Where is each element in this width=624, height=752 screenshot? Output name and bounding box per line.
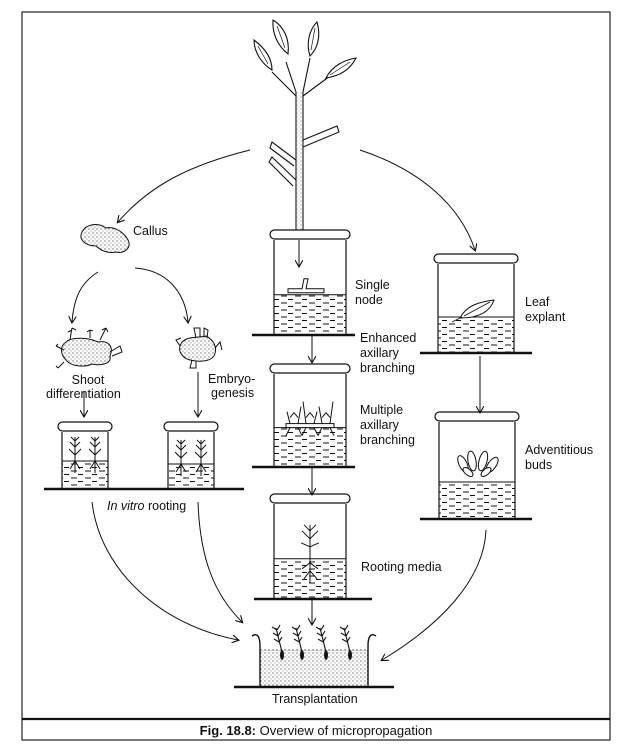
jar-lid <box>269 493 351 504</box>
jar-lid <box>433 253 519 264</box>
label-enhanced-3: branching <box>360 361 415 375</box>
jar-lid <box>269 363 351 374</box>
label-rooting-media: Rooting media <box>361 560 442 574</box>
label-leaf-1: Leaf <box>525 295 550 309</box>
label-rooting: rooting <box>144 499 187 513</box>
jar-single-node <box>252 229 355 337</box>
arrow-callus-to-shoot <box>72 271 99 322</box>
shoot-differentiation-callus <box>55 327 123 369</box>
plantlet <box>194 439 208 476</box>
transplantation-tray <box>234 634 394 689</box>
callus-mass <box>80 224 130 253</box>
jar-shoot-rooting <box>57 421 113 488</box>
jar-rooting-media <box>254 493 372 601</box>
jar-lid <box>57 421 113 432</box>
jar-multiple-axillary <box>252 363 355 469</box>
caption-text: Overview of micropropagation <box>256 723 433 738</box>
label-adventitious-2: buds <box>525 458 553 472</box>
label-enhanced-2: axillary <box>360 346 399 360</box>
arrow-adventitious-to-transplant <box>382 529 487 660</box>
jar-lid <box>269 229 351 240</box>
rooted-plantlet <box>300 524 320 583</box>
jar-lid <box>434 411 520 422</box>
label-callus: Callus <box>133 224 168 238</box>
plantlet <box>174 439 188 476</box>
seedling <box>291 624 304 660</box>
arrow-mid-left-jar-to-transplant <box>197 501 242 622</box>
label-transplantation: Transplantation <box>272 692 358 706</box>
jar-embryo-rooting <box>163 421 219 488</box>
leaf-explant-leaf <box>451 299 495 323</box>
arrow-callus-to-embryo <box>134 267 188 322</box>
label-in-vitro-rooting: In vitro rooting <box>107 499 186 514</box>
label-embryo-line2: genesis <box>211 386 255 400</box>
arrow-plant-to-leaf-explant <box>359 149 475 250</box>
label-single-node-2: node <box>355 293 383 307</box>
label-single-node-1: Single <box>355 278 390 292</box>
plantlet <box>88 436 102 473</box>
single-node-explant <box>287 278 325 294</box>
axillary-shoots <box>285 401 335 436</box>
label-multiple-3: branching <box>360 433 415 447</box>
label-enhanced-1: Enhanced <box>360 331 417 345</box>
arrow-plant-to-callus <box>118 149 251 222</box>
arrow-left-jar-to-transplant <box>91 501 238 640</box>
label-multiple-2: axillary <box>360 418 399 432</box>
label-shoot-line1: Shoot <box>71 373 105 387</box>
adventitious-buds <box>457 450 499 477</box>
label-leaf-2: explant <box>525 310 566 324</box>
jar-lid <box>163 421 219 432</box>
seedling <box>271 624 284 660</box>
seedling <box>315 624 328 660</box>
label-embryo-line1: Embryo- <box>208 372 256 386</box>
parent-plant <box>253 19 357 233</box>
label-in-vitro: In vitro <box>107 499 145 513</box>
jar-adventitious <box>420 411 532 521</box>
plantlet <box>68 436 82 473</box>
seedling <box>339 624 352 660</box>
label-multiple-1: Multiple <box>360 403 404 417</box>
embryogenesis-callus <box>175 327 223 369</box>
figure-frame <box>21 11 611 741</box>
caption-number: Fig. 18.8: <box>199 723 257 738</box>
figure-caption: Fig. 18.8: Overview of micropropagation <box>22 721 610 740</box>
jar-leaf-explant <box>420 253 532 355</box>
label-adventitious-1: Adventitious <box>525 443 594 457</box>
label-shoot-line2: differentiation <box>46 387 121 401</box>
transplant-seedlings <box>271 624 352 660</box>
